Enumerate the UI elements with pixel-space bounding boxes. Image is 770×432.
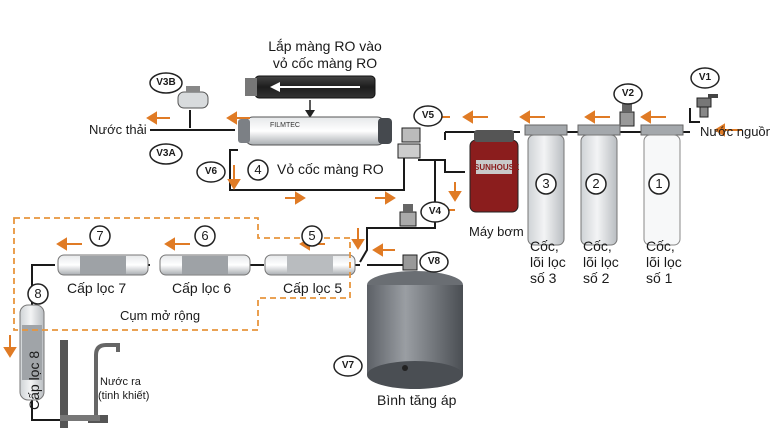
valve-tag-v4 <box>420 201 450 223</box>
step-number-5: 5 <box>308 228 316 243</box>
cup1-label: Cốc, lõi lọc số 1 <box>646 238 682 286</box>
membrane-insert-arrowhead <box>305 110 315 118</box>
step-number-4: 4 <box>254 162 262 177</box>
valve-tag-v1 <box>690 67 720 89</box>
faucet <box>60 340 120 428</box>
valve-tag-v5 <box>413 105 443 127</box>
valve-v5-body <box>397 127 421 159</box>
valve-label-v6: V6 <box>204 166 218 177</box>
valve-v2-body <box>619 104 635 127</box>
valve-label-v7: V7 <box>341 360 355 371</box>
cup2-label: Cốc, lõi lọc số 2 <box>583 238 619 286</box>
cup2-label-line3: số 2 <box>583 270 610 286</box>
valve-label-v2: V2 <box>621 88 635 99</box>
expansion-box <box>13 217 351 331</box>
post-filters <box>57 254 356 276</box>
valve-tag-v8 <box>419 251 449 273</box>
cup1-label-line1: Cốc, <box>646 238 675 254</box>
output-water-label-line1: Nước ra <box>100 376 141 388</box>
filter8-label: Cấp lọc 8 <box>26 350 42 410</box>
step-circle-7 <box>89 225 111 247</box>
valve-tags <box>149 67 720 377</box>
ro-install-title-line1: Lắp màng RO vào <box>268 38 382 54</box>
cup2-label-line2: lõi lọc <box>583 254 619 270</box>
step-circle-2 <box>585 173 607 195</box>
valve-label-v5: V5 <box>421 110 435 121</box>
pump-brand-label: SUNHOUSE <box>474 163 520 172</box>
membrane-brand-label: FILMTEC <box>270 122 300 129</box>
output-water-label-line2: (tinh khiết) <box>98 390 150 402</box>
cup1-label-line2: lõi lọc <box>646 254 682 270</box>
valve-v4-body <box>399 204 417 227</box>
cup3-label-line2: lõi lọc <box>530 254 566 270</box>
step-circle-5 <box>301 225 323 247</box>
ro-housing <box>238 116 392 146</box>
cup3-label-line1: Cốc, <box>530 238 559 254</box>
step-number-2: 2 <box>592 176 600 191</box>
valve-label-v1: V1 <box>698 72 712 83</box>
ro-install-title-line2: vỏ cốc màng RO <box>272 55 378 71</box>
valve-label-v8: V8 <box>427 256 441 267</box>
valve-tag-v7 <box>333 355 363 377</box>
pump-label: Máy bơm <box>469 224 524 239</box>
step-number-1: 1 <box>655 176 663 191</box>
cup1-label-line3: số 1 <box>646 270 673 286</box>
cup2-label-line1: Cốc, <box>583 238 612 254</box>
waste-water-label: Nước thải <box>89 122 147 137</box>
step-number-3: 3 <box>542 176 550 191</box>
valve-label-v3b: V3B <box>156 77 176 88</box>
cup3-label-line3: số 3 <box>530 270 557 286</box>
valve-tag-v2 <box>613 83 643 105</box>
valve-tag-v3b <box>149 72 183 94</box>
step-number-7: 7 <box>96 228 104 243</box>
valve-label-v4: V4 <box>428 206 442 217</box>
valve-tag-v3a <box>149 143 183 165</box>
pressure-tank <box>367 254 463 389</box>
source-tap <box>696 94 718 118</box>
valve-tag-v6 <box>196 161 226 183</box>
ro-membrane <box>245 75 376 99</box>
step-circle-3 <box>535 173 557 195</box>
step-number-6: 6 <box>201 228 209 243</box>
pump <box>469 130 519 213</box>
filter-8 <box>19 304 45 401</box>
ro-housing-label: Vỏ cốc màng RO <box>277 161 384 177</box>
filter6-label: Cấp lọc 6 <box>172 280 232 296</box>
step-circle-1 <box>648 173 670 195</box>
pressure-tank-label: Bình tăng áp <box>377 392 457 408</box>
valve-v3b-body <box>177 86 209 109</box>
step-circles <box>27 159 670 305</box>
step-circle-4 <box>247 159 269 181</box>
filter7-label: Cấp lọc 7 <box>67 280 127 296</box>
cup3-label: Cốc, lõi lọc số 3 <box>530 238 566 286</box>
step-circle-8 <box>27 283 49 305</box>
step-circle-6 <box>194 225 216 247</box>
step-number-8: 8 <box>34 286 42 301</box>
filter5-label: Cấp lọc 5 <box>283 280 343 296</box>
source-water-label: Nước nguồn <box>700 124 770 139</box>
expansion-label: Cụm mở rộng <box>120 308 201 323</box>
valve-label-v3a: V3A <box>156 148 176 159</box>
